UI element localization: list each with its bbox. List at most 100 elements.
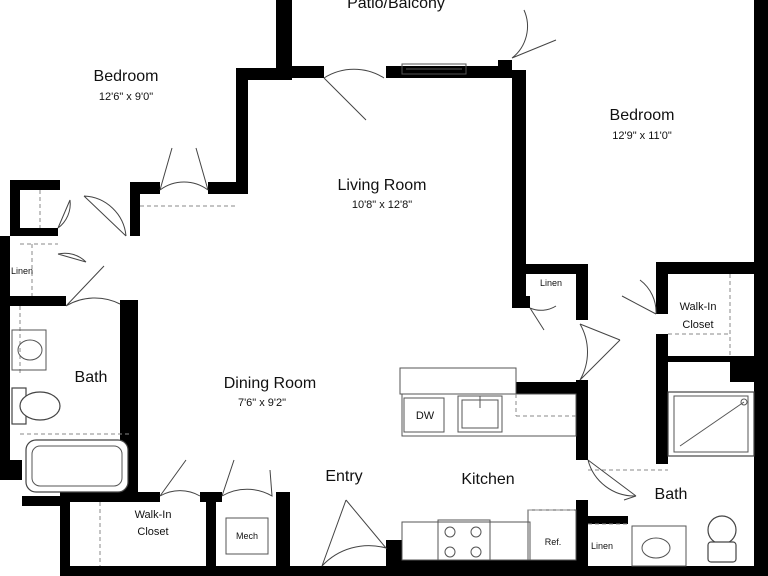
stove bbox=[437, 519, 491, 561]
label-dishwasher: DW bbox=[416, 410, 435, 422]
wall-bedroom1-bottom bbox=[10, 180, 60, 190]
wall-walkin1-right bbox=[206, 492, 216, 576]
kitchen-counter-lower bbox=[401, 521, 531, 561]
wall-kitchen-right-upper bbox=[576, 380, 588, 460]
door-bedroom2 bbox=[579, 323, 621, 381]
wall-bath2-linen-top bbox=[588, 516, 628, 524]
room-label-bedroom1: Bedroom bbox=[94, 68, 159, 85]
shower bbox=[667, 391, 755, 457]
dishwasher-box bbox=[403, 397, 445, 433]
room-size-dining: 7'6" x 9'2" bbox=[238, 397, 286, 409]
door-bath1 bbox=[65, 265, 121, 307]
wall-kitchen-right-lower bbox=[576, 500, 588, 576]
wall-linen-right-center bbox=[576, 264, 588, 320]
bath2-sink bbox=[641, 537, 671, 559]
bath2-vanity bbox=[631, 525, 687, 567]
room-label-living: Living Room bbox=[338, 177, 427, 194]
room-label-walkin2-line1: Walk-In bbox=[680, 301, 717, 313]
wall-patio-left bbox=[292, 66, 324, 78]
room-size-living: 10'8" x 12'8" bbox=[352, 199, 412, 211]
room-label-patio: Patio/Balcony bbox=[347, 0, 445, 12]
labels: Patio/Balcony Bedroom 12'6" x 9'0" Bedro… bbox=[11, 0, 716, 551]
door-patio bbox=[323, 68, 385, 121]
wall-left-jog bbox=[0, 460, 22, 480]
wall-entry-right bbox=[386, 540, 402, 576]
counters bbox=[11, 63, 755, 567]
room-label-entry: Entry bbox=[325, 468, 362, 485]
wall-linen-top bbox=[10, 228, 58, 236]
shower-drain bbox=[740, 398, 748, 406]
wall-linen-left-center bbox=[512, 264, 522, 308]
doors bbox=[57, 9, 657, 567]
burner bbox=[470, 526, 482, 538]
room-label-dining: Dining Room bbox=[224, 375, 316, 392]
wall-bath1-bottom bbox=[22, 496, 70, 506]
patio-window bbox=[401, 63, 467, 75]
bath1-vanity bbox=[11, 329, 47, 371]
room-label-kitchen: Kitchen bbox=[461, 471, 514, 488]
door-mech bbox=[221, 459, 273, 497]
wall-walkin2-top bbox=[656, 262, 756, 274]
bath1-sink bbox=[17, 339, 43, 361]
wall-mech-right bbox=[276, 492, 290, 576]
wall-walkin2-left-upper bbox=[656, 262, 668, 314]
wall-closet-top-right bbox=[208, 182, 248, 194]
burner bbox=[470, 546, 482, 558]
label-linen-center: Linen bbox=[540, 278, 562, 288]
door-entry bbox=[321, 499, 388, 567]
wall-bedroom1-right bbox=[276, 0, 292, 78]
wall-bath2-bottom bbox=[588, 566, 768, 576]
room-label-walkin1-line2: Closet bbox=[137, 526, 168, 538]
fridge-box bbox=[527, 509, 577, 561]
door-linen-left-2 bbox=[57, 252, 87, 263]
wall-kitchen-bottom bbox=[386, 560, 586, 576]
shower-diagonal bbox=[679, 401, 745, 447]
wall-left-upper bbox=[10, 180, 20, 230]
wall-bedroom1-top-step bbox=[236, 68, 292, 80]
label-linen-bath2: Linen bbox=[591, 541, 613, 551]
room-size-bedroom1: 12'6" x 9'0" bbox=[99, 91, 153, 103]
wall-walkin2-bottom bbox=[656, 356, 756, 362]
room-label-bedroom2: Bedroom bbox=[610, 107, 675, 124]
door-patio-right bbox=[511, 9, 557, 59]
wall-bedroom2-left bbox=[512, 70, 526, 300]
door-walkin1 bbox=[159, 459, 201, 497]
door-linen-center bbox=[529, 305, 557, 331]
door-bath2 bbox=[587, 459, 637, 501]
wall-kitchen-top bbox=[516, 382, 580, 394]
shower-inner bbox=[673, 395, 749, 453]
room-label-walkin2-line2: Closet bbox=[682, 319, 713, 331]
bath1-tub bbox=[25, 439, 129, 493]
wall-exterior-left bbox=[0, 236, 10, 476]
kitchen-island bbox=[399, 367, 517, 395]
wall-patio-right bbox=[386, 66, 502, 78]
wall-bath2-left bbox=[656, 334, 668, 464]
kitchen-counter-upper bbox=[401, 393, 577, 437]
wall-exterior-bottom bbox=[60, 566, 390, 576]
wall-linen-top-center bbox=[512, 264, 588, 274]
mech-box bbox=[225, 517, 269, 555]
label-fridge: Ref. bbox=[545, 537, 562, 547]
room-label-bath1: Bath bbox=[75, 369, 108, 386]
label-mech: Mech bbox=[236, 531, 258, 541]
label-linen-left: Linen bbox=[11, 266, 33, 276]
door-closet-bedroom1 bbox=[159, 147, 209, 191]
wall-living-left-upper bbox=[236, 68, 248, 192]
bath2-toilet-bowl bbox=[707, 515, 737, 545]
wall-walkin1-top bbox=[60, 492, 160, 502]
door-linen-left bbox=[57, 199, 71, 229]
room-size-bedroom2: 12'9" x 11'0" bbox=[612, 130, 672, 142]
wall-patio-corner bbox=[498, 60, 512, 78]
wall-exterior-right bbox=[754, 0, 768, 576]
wall-linen-bottom-left bbox=[512, 296, 530, 308]
burner bbox=[444, 526, 456, 538]
wall-closet-left bbox=[130, 182, 140, 236]
wall-bath1-top bbox=[10, 296, 66, 306]
wall-walkin1-left bbox=[60, 492, 70, 576]
burner bbox=[444, 546, 456, 558]
bath1-toilet-bowl bbox=[19, 391, 61, 421]
room-label-bath2: Bath bbox=[655, 486, 688, 503]
room-label-walkin1-line1: Walk-In bbox=[135, 509, 172, 521]
door-walkin2 bbox=[621, 279, 657, 315]
